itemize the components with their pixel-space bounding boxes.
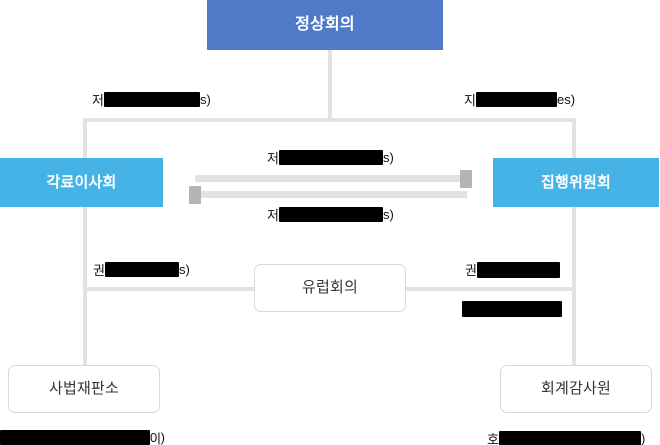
arrow-council-to-commission-line	[195, 175, 467, 182]
connector-commission-to-audit	[572, 207, 576, 365]
edge-label-suffix: es)	[556, 92, 576, 107]
node-commission[interactable]: 집행위원회	[493, 158, 659, 207]
redaction-bar	[475, 92, 557, 107]
edge-label-prefix: 저	[92, 93, 104, 108]
edge-label-commission-right-upper: 권	[465, 260, 560, 279]
edge-label-suffix: s)	[199, 92, 211, 107]
redaction-bar	[103, 92, 200, 107]
edge-label-suffix: s)	[382, 150, 394, 165]
redaction-bar	[278, 150, 383, 165]
edge-label-council-commission-bottom: 저 s)	[267, 205, 394, 224]
node-commission-label: 집행위원회	[540, 173, 611, 191]
node-court-label: 사법재판소	[48, 380, 119, 397]
edge-label-prefix: 권	[465, 263, 477, 278]
edge-label-council-commission-top: 저 s)	[267, 148, 394, 167]
redaction-bar	[476, 261, 560, 278]
arrow-council-to-commission-head	[460, 170, 472, 188]
edge-label-summit-to-commission: 지 es)	[464, 90, 575, 109]
edge-label-court-caption: 0|)	[0, 429, 165, 445]
edge-label-audit-caption: 호)	[487, 429, 645, 445]
connector-bus-to-council	[83, 118, 87, 158]
edge-label-suffix: )	[640, 431, 646, 445]
node-court[interactable]: 사법재판소	[8, 365, 160, 413]
redaction-bar	[104, 262, 179, 277]
redaction-bar	[462, 300, 562, 317]
node-summit-label: 정상회의	[295, 16, 355, 34]
edge-label-suffix: s)	[178, 262, 190, 277]
edge-label-prefix: 지	[464, 93, 476, 108]
connector-right-to-parliament	[405, 287, 576, 291]
edge-label-council-to-parliament: 권 s)	[93, 260, 190, 279]
connector-bus-to-commission	[572, 118, 576, 158]
edge-label-summit-to-council-left: 저 s)	[92, 90, 211, 109]
arrow-commission-to-council-line	[195, 191, 467, 198]
edge-label-suffix: 0|)	[150, 430, 165, 445]
node-parliament-label: 유럽회의	[301, 279, 358, 296]
node-audit[interactable]: 회계감사원	[500, 365, 652, 413]
connector-left-to-parliament	[83, 287, 255, 291]
redaction-bar	[0, 430, 150, 445]
node-summit[interactable]: 정상회의	[207, 0, 443, 50]
node-council-label: 각료이사회	[46, 173, 117, 191]
redaction-bar	[278, 207, 383, 222]
redaction-bar	[498, 431, 641, 445]
edge-label-prefix: 저	[267, 208, 279, 223]
edge-label-prefix: 호	[487, 432, 499, 445]
node-council[interactable]: 각료이사회	[0, 158, 163, 207]
connector-horizontal-bus	[83, 118, 576, 122]
arrow-commission-to-council-head	[189, 186, 201, 204]
edge-label-prefix: 권	[93, 263, 105, 278]
node-parliament[interactable]: 유럽회의	[254, 264, 406, 312]
edge-label-commission-right-lower	[462, 300, 562, 317]
edge-label-prefix: 저	[267, 151, 279, 166]
connector-summit-down	[328, 50, 332, 120]
edge-label-suffix: s)	[382, 207, 394, 222]
connector-council-to-court	[83, 207, 87, 365]
node-audit-label: 회계감사원	[540, 380, 611, 397]
